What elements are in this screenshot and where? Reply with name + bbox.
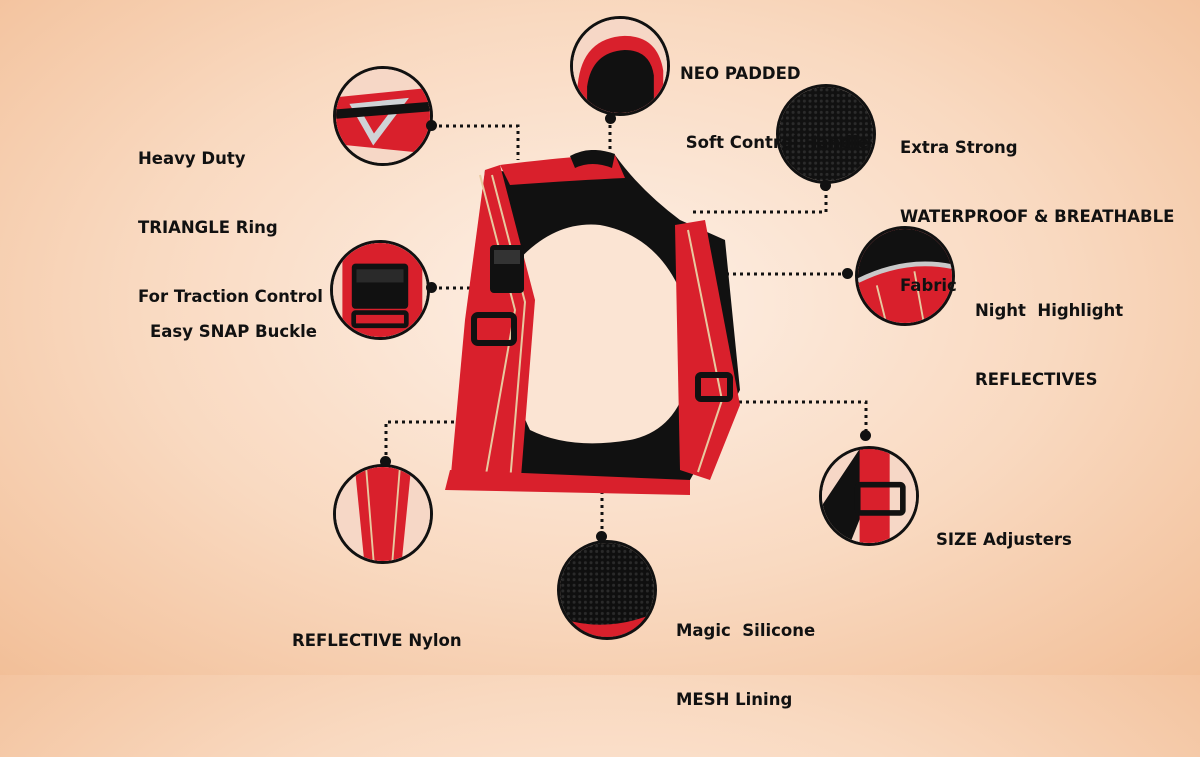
mesh-lining-closeup-circle bbox=[557, 540, 657, 640]
connector-dot bbox=[820, 180, 831, 191]
connector-dot bbox=[605, 113, 616, 124]
waterproof-fabric-label: Extra Strong WATERPROOF & BREATHABLE Fab… bbox=[900, 138, 1175, 295]
size-adjusters-label: SIZE Adjusters bbox=[936, 530, 1072, 549]
nylon-closeup-circle bbox=[333, 464, 433, 564]
fabric-closeup-circle bbox=[776, 84, 876, 184]
snap-buckle-label: Easy SNAP Buckle bbox=[150, 322, 317, 341]
mesh-lining-label: Magic Silicone MESH Lining bbox=[676, 621, 816, 709]
neo-padded-handle-label: NEO PADDED Soft Control Handle bbox=[680, 64, 870, 152]
buckle-closeup-circle bbox=[330, 240, 430, 340]
connector-dot bbox=[860, 430, 871, 441]
triangle-ring-closeup-circle bbox=[333, 66, 433, 166]
connector-dot bbox=[426, 282, 437, 293]
night-reflectives-label: Night Highlight REFLECTIVES bbox=[975, 301, 1124, 389]
reflectives-closeup-circle bbox=[855, 226, 955, 326]
infographic-stage: NEO PADDED Soft Control Handle Heavy Dut… bbox=[138, 16, 1175, 709]
triangle-ring-label: Heavy Duty TRIANGLE Ring For Traction Co… bbox=[138, 149, 323, 306]
size-adjuster-closeup-circle bbox=[819, 446, 919, 546]
connector-dot bbox=[842, 268, 853, 279]
reflective-nylon-label: REFLECTIVE Nylon bbox=[292, 631, 462, 650]
dog-harness-illustration bbox=[445, 150, 740, 495]
connector-dot bbox=[380, 456, 391, 467]
handle-closeup-circle bbox=[570, 16, 670, 116]
connector-dot bbox=[596, 531, 607, 542]
connector-dot bbox=[426, 120, 437, 131]
